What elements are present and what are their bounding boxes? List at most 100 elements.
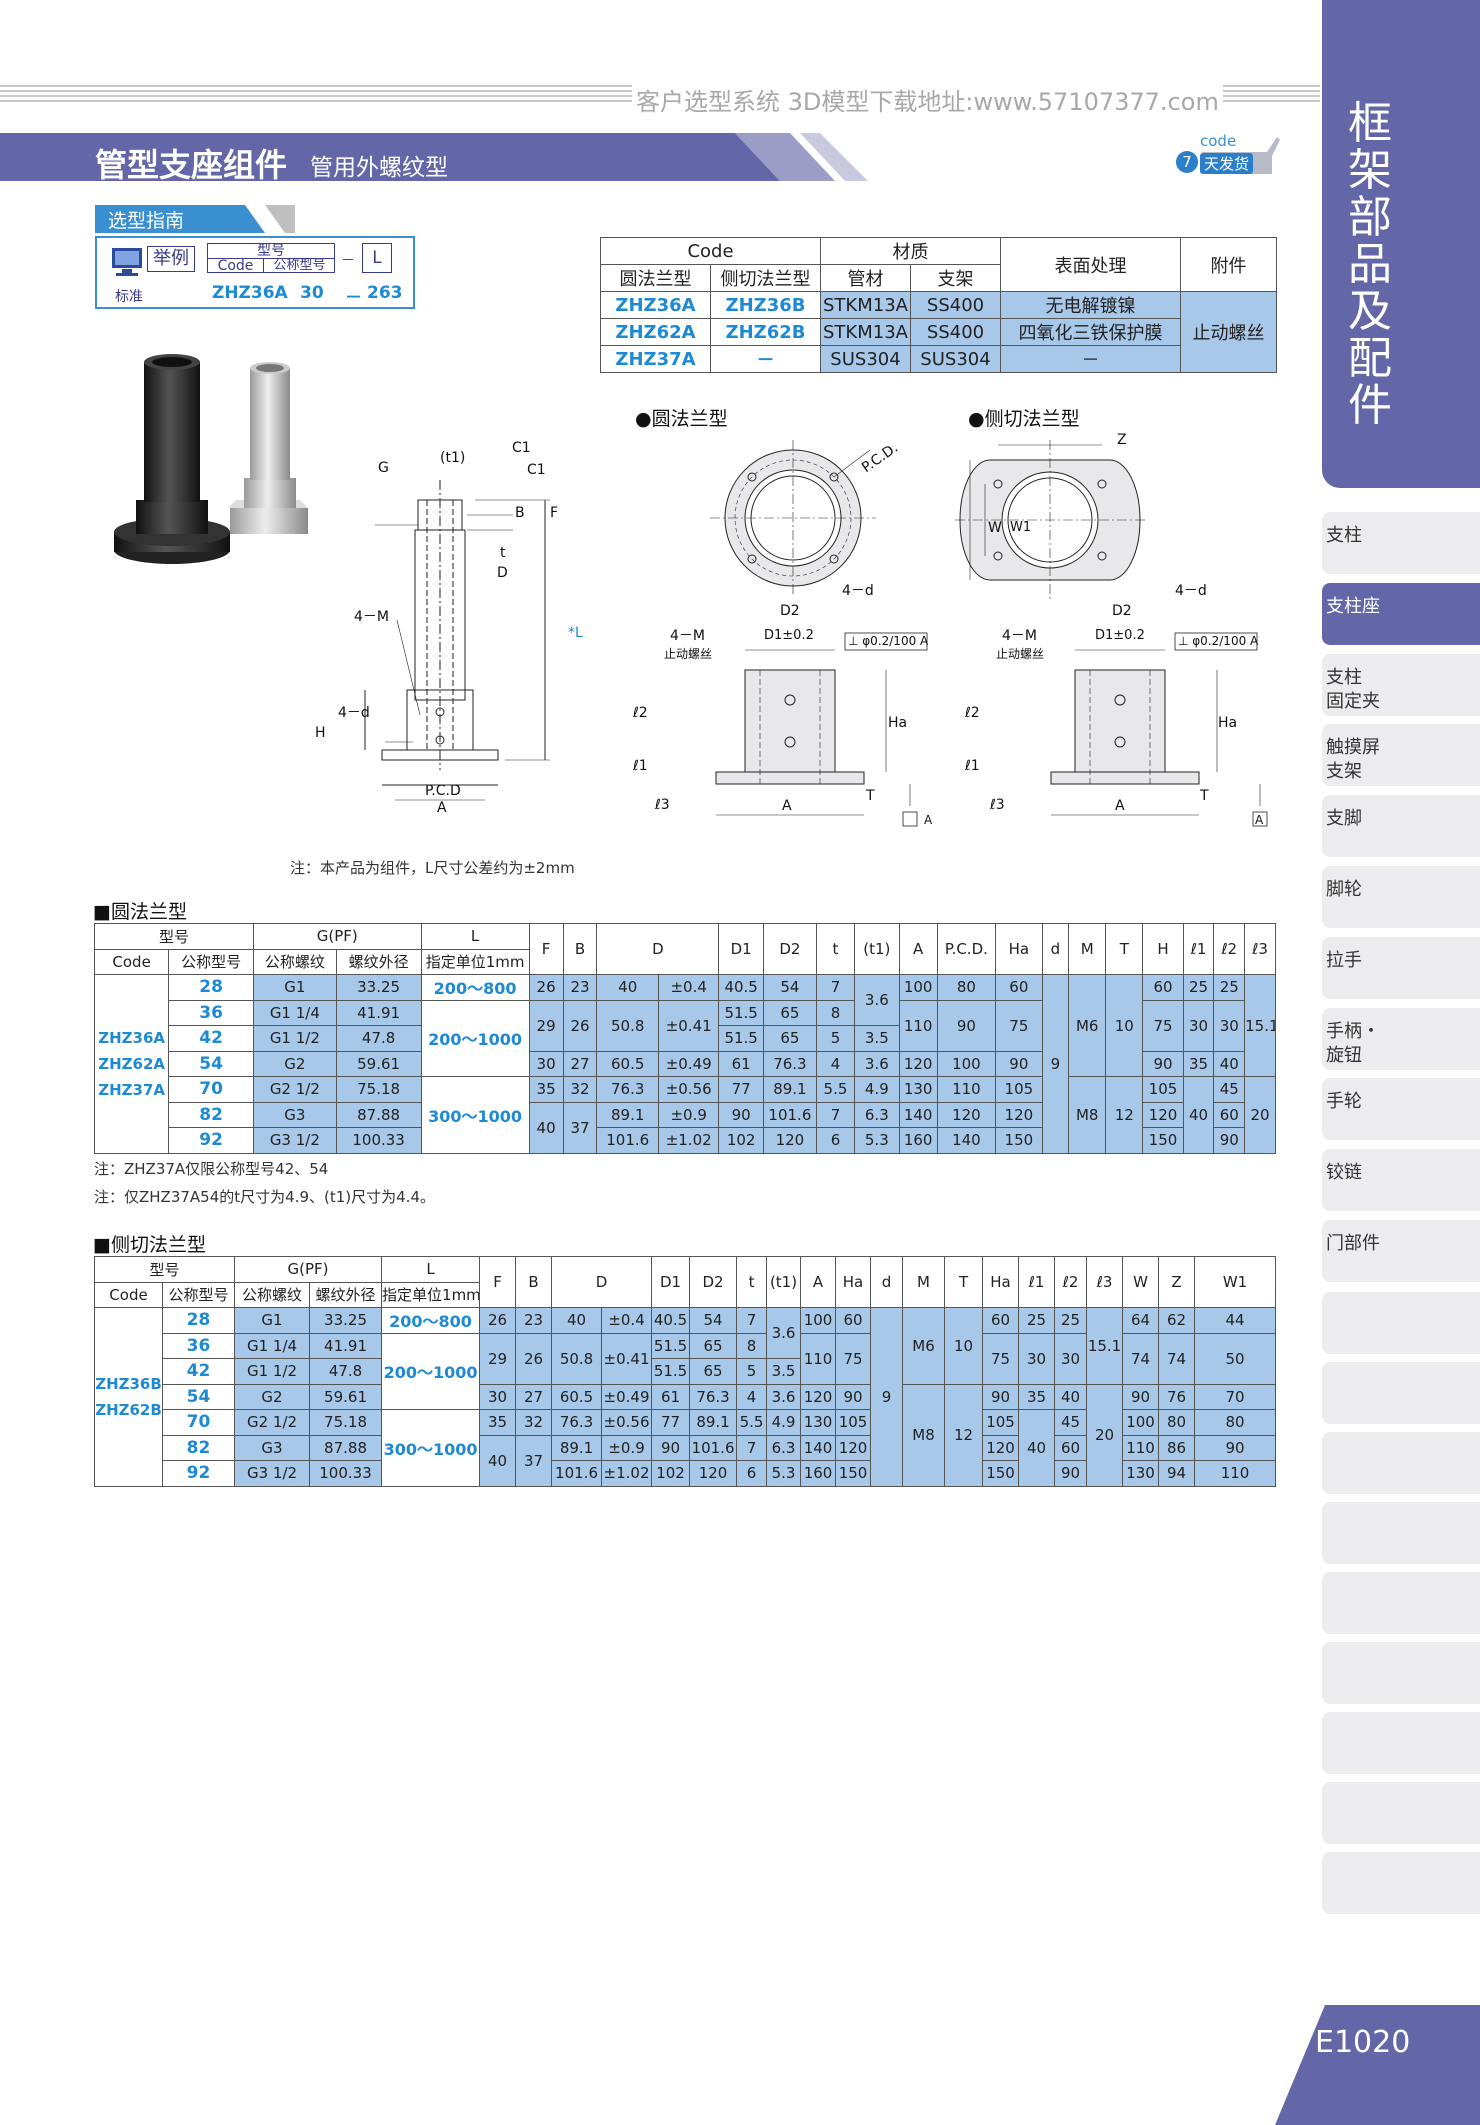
side-tab[interactable]: 门部件 (1322, 1220, 1480, 1282)
page-subtitle: 管用外螺纹型 (310, 155, 448, 181)
l1-cell: 25 (1018, 1307, 1056, 1334)
side-tab[interactable]: 支脚 (1322, 795, 1480, 858)
round-datum: A (924, 813, 933, 827)
side-tab-empty[interactable] (1322, 1292, 1480, 1354)
D1-cell: 51.5 (651, 1332, 691, 1359)
t1-cell: 6.3 (854, 1101, 900, 1128)
side-tab-empty[interactable] (1322, 1712, 1480, 1774)
D2-cell: 89.1 (762, 1076, 817, 1103)
dim-C1: C1 (512, 440, 531, 456)
code-cell: ZHZ36A ZHZ62A ZHZ37A (93, 974, 170, 1154)
side-tab[interactable]: 手柄・ 旋钮 (1322, 1007, 1480, 1070)
guide-model-box: 型号 Code 公称型号 (207, 243, 335, 273)
PCD-cell: 100 (936, 1050, 997, 1077)
Ha-cell: 90 (995, 1050, 1043, 1077)
th-l2: ℓ2 (1054, 1256, 1088, 1308)
Dtol-cell: ±0.56 (601, 1409, 653, 1436)
badge-code: code (1200, 132, 1237, 150)
L-cell: 300～1000 (381, 1409, 481, 1487)
Ha-cell: 90 (835, 1383, 872, 1410)
l2-cell: 60 (1054, 1434, 1088, 1461)
side-tab-empty[interactable] (1322, 1572, 1480, 1634)
Ha-cell: 75 (995, 999, 1043, 1052)
guide-L: L (362, 243, 392, 273)
side-tab[interactable]: 支柱 固定夹 (1322, 653, 1480, 716)
side-tab[interactable]: 触摸屏 支架 (1322, 724, 1480, 787)
PCD-cell: 80 (936, 974, 997, 1001)
t-cell: 5.5 (736, 1409, 768, 1436)
t-cell: 8 (736, 1332, 768, 1359)
od-cell: 75.18 (309, 1409, 383, 1436)
side-tab-empty[interactable] (1322, 1852, 1480, 1914)
side-tab[interactable]: 手轮 (1322, 1078, 1480, 1141)
Dtol-cell: ±0.4 (657, 974, 720, 1001)
th-model: 型号 (93, 1256, 236, 1283)
side-tab[interactable]: 支柱座 (1322, 582, 1480, 645)
mat-h-attach: 附件 (1180, 237, 1277, 292)
side-tab[interactable]: 铰链 (1322, 1149, 1480, 1212)
Ha2-cell: 105 (982, 1409, 1020, 1436)
round-note-1: 注：ZHZ37A仅限公称型号42、54 (94, 1160, 329, 1178)
thread-cell: G1 1/4 (253, 999, 337, 1026)
mat-bracket: SS400 (910, 291, 1001, 319)
A-cell: 160 (898, 1127, 938, 1154)
Z-cell: 76 (1158, 1383, 1196, 1410)
th-L2: 指定单位1mm (420, 948, 530, 975)
mat-h-side: 侧切法兰型 (710, 264, 821, 292)
t-cell: 6 (815, 1127, 856, 1154)
A-cell: 110 (898, 999, 938, 1052)
round-dim-D1: D1±0.2 (764, 628, 814, 643)
side-tab-empty[interactable] (1322, 1502, 1480, 1564)
th-nominal: 公称型号 (161, 1281, 236, 1308)
side-dim-D1: D1±0.2 (1095, 628, 1145, 643)
mat-side: － (710, 345, 821, 373)
side-tab[interactable]: 支柱 (1322, 512, 1480, 574)
side-tab-empty[interactable] (1322, 1362, 1480, 1424)
Ha-cell: 105 (835, 1409, 872, 1436)
side-tab[interactable]: 脚轮 (1322, 866, 1480, 928)
dim-G: G (378, 460, 389, 476)
side-dim-W1: W1 (1010, 520, 1032, 535)
od-cell: 87.88 (309, 1434, 383, 1461)
W1-cell: 50 (1194, 1332, 1276, 1385)
Dtol-cell: ±1.02 (657, 1127, 720, 1154)
side-tab-empty[interactable] (1322, 1782, 1480, 1844)
side-category-title: 框架部品及配件 (1348, 98, 1392, 431)
side-dim-d: 4－d (1175, 583, 1207, 599)
PCD-cell: 110 (936, 1076, 997, 1103)
F-cell: 35 (479, 1409, 517, 1436)
M-cell: M8 (902, 1383, 946, 1487)
round-flange-drawing (710, 440, 928, 827)
round-dim-stopscrew: 止动螺丝 (664, 647, 713, 661)
side-tab-empty[interactable] (1322, 1642, 1480, 1704)
guide-ex-nominal: 30 (300, 283, 324, 303)
d-cell: 9 (1041, 974, 1070, 1154)
mat-side: ZHZ36B (710, 291, 821, 319)
D-cell: 60.5 (596, 1050, 659, 1077)
header-url[interactable]: 客户选型系统 3D模型下载地址:www.57107377.com (632, 82, 1223, 117)
side-tab-empty[interactable] (1322, 1432, 1480, 1494)
W1-cell: 80 (1194, 1409, 1276, 1436)
Ha-cell: 60 (835, 1307, 872, 1334)
t1-cell: 3.5 (766, 1358, 802, 1385)
mat-pipe: SUS304 (820, 345, 911, 373)
th-l1: ℓ1 (1018, 1256, 1056, 1308)
D-cell: 89.1 (551, 1434, 603, 1461)
nominal-cell: 54 (168, 1050, 255, 1077)
thread-cell: G1 (253, 974, 337, 1001)
dim-C1b: C1 (527, 462, 546, 478)
th-D2: D2 (689, 1256, 738, 1308)
side-dim-Z: Z (1117, 432, 1127, 448)
side-table-title: ■侧切法兰型 (93, 1234, 206, 1256)
D2-cell: 120 (762, 1127, 817, 1154)
t1-cell: 3.6 (854, 974, 900, 1026)
th-l3: ℓ3 (1244, 923, 1276, 975)
side-tab[interactable]: 拉手 (1322, 936, 1480, 999)
D-cell: 40 (596, 974, 659, 1001)
mat-side: ZHZ62B (710, 318, 821, 346)
round-table-title: ■圆法兰型 (93, 901, 187, 923)
round-dim-T: T (866, 788, 875, 804)
F-cell: 40 (528, 1101, 564, 1154)
l2-cell: 60 (1213, 1101, 1246, 1128)
guide-dash: － (341, 253, 355, 269)
